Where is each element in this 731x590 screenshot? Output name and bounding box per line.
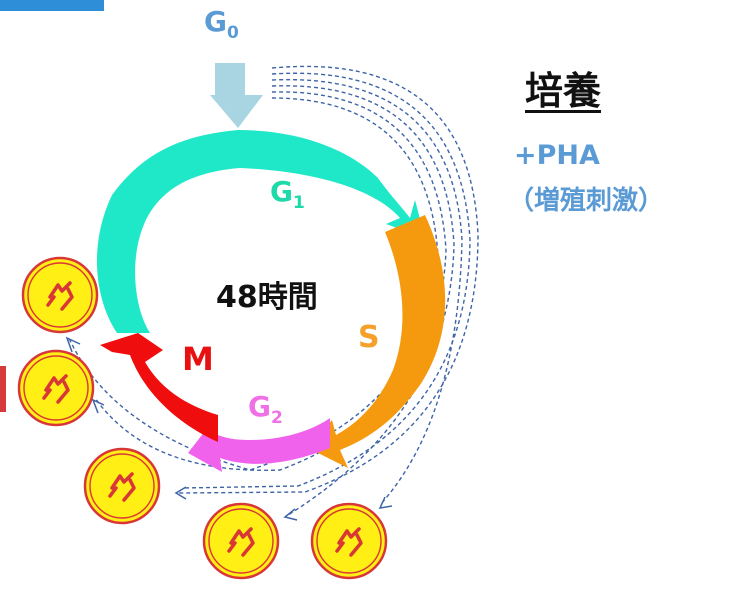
g0-label: G0 — [204, 5, 239, 43]
g0-arrow — [210, 63, 263, 128]
g2-arc — [188, 418, 330, 472]
g1-label: G1 — [270, 175, 305, 213]
g1-arc — [96, 130, 425, 333]
culture-pha: +PHA — [514, 140, 600, 171]
s-label: S — [358, 320, 380, 355]
g1-main: G — [270, 175, 293, 208]
mitotic-cell — [83, 447, 161, 525]
g2-main: G — [248, 390, 271, 423]
accent-bar-top — [0, 0, 104, 11]
culture-title: 培養 — [525, 69, 602, 113]
accent-bar-left — [0, 366, 6, 412]
g2-label: G2 — [248, 390, 283, 428]
mitotic-cell — [202, 502, 280, 580]
g1-sub: 1 — [292, 193, 305, 213]
center-label: 48時間 — [216, 280, 318, 315]
mitotic-cell — [17, 349, 95, 427]
dashed-arrowheads — [65, 336, 393, 521]
s-arc — [308, 215, 446, 468]
g0-main: G — [204, 5, 227, 38]
m-label: M — [182, 340, 214, 378]
culture-stimulation: （増殖刺激） — [508, 186, 665, 216]
mitotic-cell — [310, 502, 388, 580]
mitotic-cell — [21, 256, 99, 334]
m-arc — [100, 333, 218, 442]
g0-sub: 0 — [226, 23, 239, 43]
g2-sub: 2 — [270, 408, 283, 428]
